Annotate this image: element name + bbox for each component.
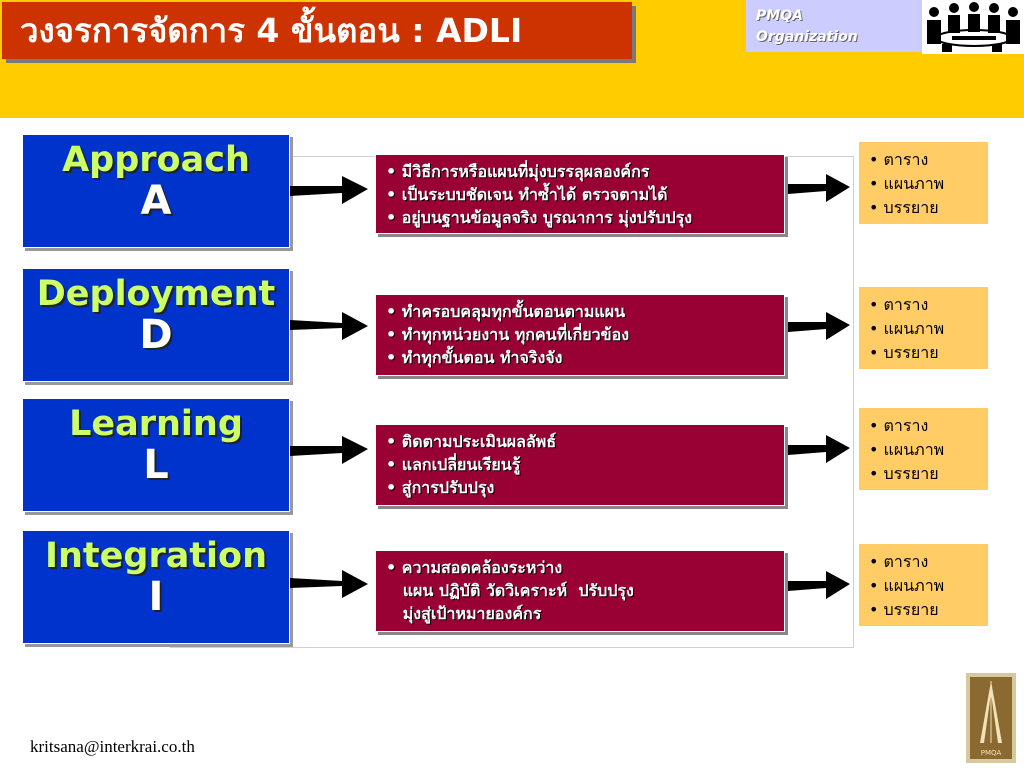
stage-details-deployment: • ทำครอบคลุมทุกขั้นตอนตามแผน • ทำทุกหน่ว… (375, 294, 785, 376)
arrow-right-icon (290, 176, 368, 204)
outputs-approach: • ตาราง • แผนภาพ • บรรยาย (859, 142, 988, 224)
detail-line: • ทำครอบคลุมทุกขั้นตอนตามแผน (386, 302, 626, 321)
detail-line: • อยู่บนฐานข้อมูลจริง บูรณาการ มุ่งปรับป… (386, 208, 693, 227)
org-line-1: PMQA (756, 8, 803, 24)
stage-letter: A (140, 178, 172, 224)
detail-line: • สู่การปรับปรุง (386, 478, 495, 497)
arrow-right-icon (788, 312, 850, 340)
author-email: kritsana@interkrai.co.th (30, 737, 195, 756)
output-item: • ตาราง (869, 416, 929, 435)
output-item: • ตาราง (869, 295, 929, 314)
arrow-right-icon (290, 570, 368, 598)
detail-line: • ทำทุกหน่วยงาน ทุกคนที่เกี่ยวข้อง (386, 325, 630, 344)
stage-name: Integration (44, 536, 268, 576)
page-title: วงจรการจัดการ 4 ขั้นตอน : ADLI (20, 11, 523, 50)
arrow-right-icon (788, 174, 850, 202)
title-banner: วงจรการจัดการ 4 ขั้นตอน : ADLI (2, 2, 632, 59)
output-item: • ตาราง (869, 150, 929, 169)
stage-letter: L (143, 442, 169, 488)
stage-name: Approach (62, 140, 250, 180)
output-item: • บรรยาย (869, 198, 939, 217)
arrow-right-icon (290, 436, 368, 464)
output-item: • แผนภาพ (869, 174, 945, 193)
detail-line: มุ่งสู่เป้าหมายองค์กร (386, 604, 542, 623)
arrow-right-icon (788, 571, 850, 599)
detail-line: • ติดตามประเมินผลลัพธ์ (386, 432, 557, 451)
stage-letter: D (139, 312, 173, 358)
stage-details-learning: • ติดตามประเมินผลลัพธ์ • แลกเปลี่ยนเรียน… (375, 424, 785, 506)
stage-name: Deployment (36, 274, 276, 314)
output-item: • บรรยาย (869, 343, 939, 362)
arrow-right-icon (290, 312, 368, 340)
stage-approach: Approach A (22, 134, 290, 248)
stage-details-integration: • ความสอดคล้องระหว่าง แผน ปฏิบัติ วัดวิเ… (375, 550, 785, 632)
stage-learning: Learning L (22, 398, 290, 512)
stage-details-approach: • มีวิธีการหรือแผนที่มุ่งบรรลุผลองค์กร •… (375, 154, 785, 234)
stage-integration: Integration I (22, 530, 290, 644)
pmqa-logo-icon: PMQA (966, 673, 1016, 763)
pmqa-organization-label: PMQA Organization (746, 0, 922, 52)
output-item: • ตาราง (869, 552, 929, 571)
detail-line: • มีวิธีการหรือแผนที่มุ่งบรรลุผลองค์กร (386, 162, 650, 181)
output-item: • บรรยาย (869, 600, 939, 619)
output-item: • แผนภาพ (869, 319, 945, 338)
detail-line: • ความสอดคล้องระหว่าง (386, 558, 563, 577)
outputs-learning: • ตาราง • แผนภาพ • บรรยาย (859, 408, 988, 490)
output-item: • บรรยาย (869, 464, 939, 483)
detail-line: • ทำทุกขั้นตอน ทำจริงจัง (386, 348, 563, 367)
outputs-deployment: • ตาราง • แผนภาพ • บรรยาย (859, 287, 988, 369)
detail-line: แผน ปฏิบัติ วัดวิเคราะห์ ปรับปรุง (386, 581, 634, 600)
logo-text: PMQA (981, 749, 1002, 757)
detail-line: • แลกเปลี่ยนเรียนรู้ (386, 455, 521, 474)
stage-letter: I (148, 574, 164, 620)
org-line-2: Organization (756, 29, 858, 45)
outputs-integration: • ตาราง • แผนภาพ • บรรยาย (859, 544, 988, 626)
meeting-clipart-icon (922, 0, 1024, 54)
stage-name: Learning (69, 404, 243, 444)
output-item: • แผนภาพ (869, 576, 945, 595)
output-item: • แผนภาพ (869, 440, 945, 459)
detail-line: • เป็นระบบชัดเจน ทำซ้ำได้ ตรวจตามได้ (386, 185, 668, 204)
stage-deployment: Deployment D (22, 268, 290, 382)
arrow-right-icon (788, 435, 850, 463)
